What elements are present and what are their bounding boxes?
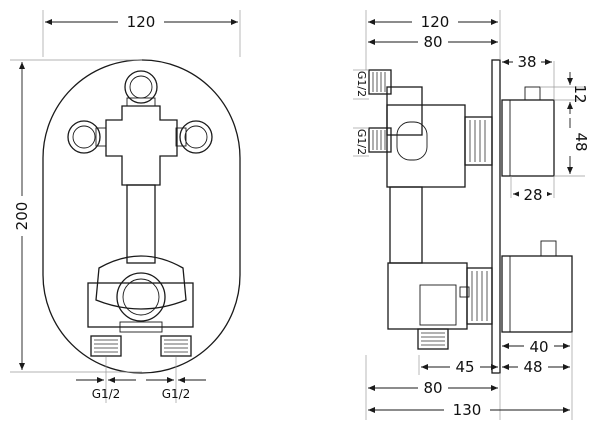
side-lower-handle-depth-label: 40 — [529, 338, 548, 356]
front-thread-left-label: G1/2 — [92, 387, 121, 401]
front-thread-right — [160, 335, 192, 357]
front-thread-right-label: G1/2 — [162, 387, 191, 401]
side-thread-mid — [368, 127, 392, 153]
side-total-depth-label: 130 — [453, 401, 482, 419]
side-thread-bottom — [417, 328, 449, 350]
front-right-knob — [175, 120, 213, 154]
side-width-label: 120 — [421, 13, 450, 31]
side-thread-mid-label: G1/2 — [355, 129, 368, 155]
front-left-knob — [67, 120, 107, 154]
side-upper-handle — [501, 86, 555, 177]
front-height-label: 200 — [13, 202, 31, 231]
side-depth-bottom-label: 80 — [423, 379, 442, 397]
side-diverter-body — [386, 86, 466, 188]
front-lower-valve — [87, 255, 194, 333]
side-lower-handle — [501, 240, 573, 333]
side-cover-plate — [491, 59, 501, 374]
front-view: 120 200 G1/2 G1/2 — [10, 10, 241, 403]
side-view: 120 80 38 12 48 28 G1/2 G1/2 40 — [353, 10, 590, 420]
side-lower-handle-width-label: 48 — [523, 358, 542, 376]
side-handle-width-label: 28 — [523, 186, 542, 204]
side-lower-escutcheon — [466, 267, 493, 325]
side-lower-offset-label: 45 — [455, 358, 474, 376]
front-vertical-pipe — [126, 184, 156, 264]
side-thread-top — [368, 69, 392, 95]
side-lower-valve-body — [387, 262, 470, 330]
side-upper-escutcheon — [464, 116, 493, 166]
front-top-knob — [124, 70, 158, 107]
front-width-label: 120 — [127, 13, 156, 31]
side-vertical-pipe — [389, 186, 423, 264]
side-handle-height-label: 48 — [572, 132, 590, 151]
front-diverter-body — [105, 105, 178, 186]
front-cover-plate — [42, 59, 241, 374]
side-thread-top-label: G1/2 — [355, 71, 368, 97]
side-handle-offset-label: 12 — [571, 84, 589, 103]
side-handle-depth-label: 38 — [517, 53, 536, 71]
front-thread-left — [90, 335, 122, 357]
side-depth-top-label: 80 — [423, 33, 442, 51]
